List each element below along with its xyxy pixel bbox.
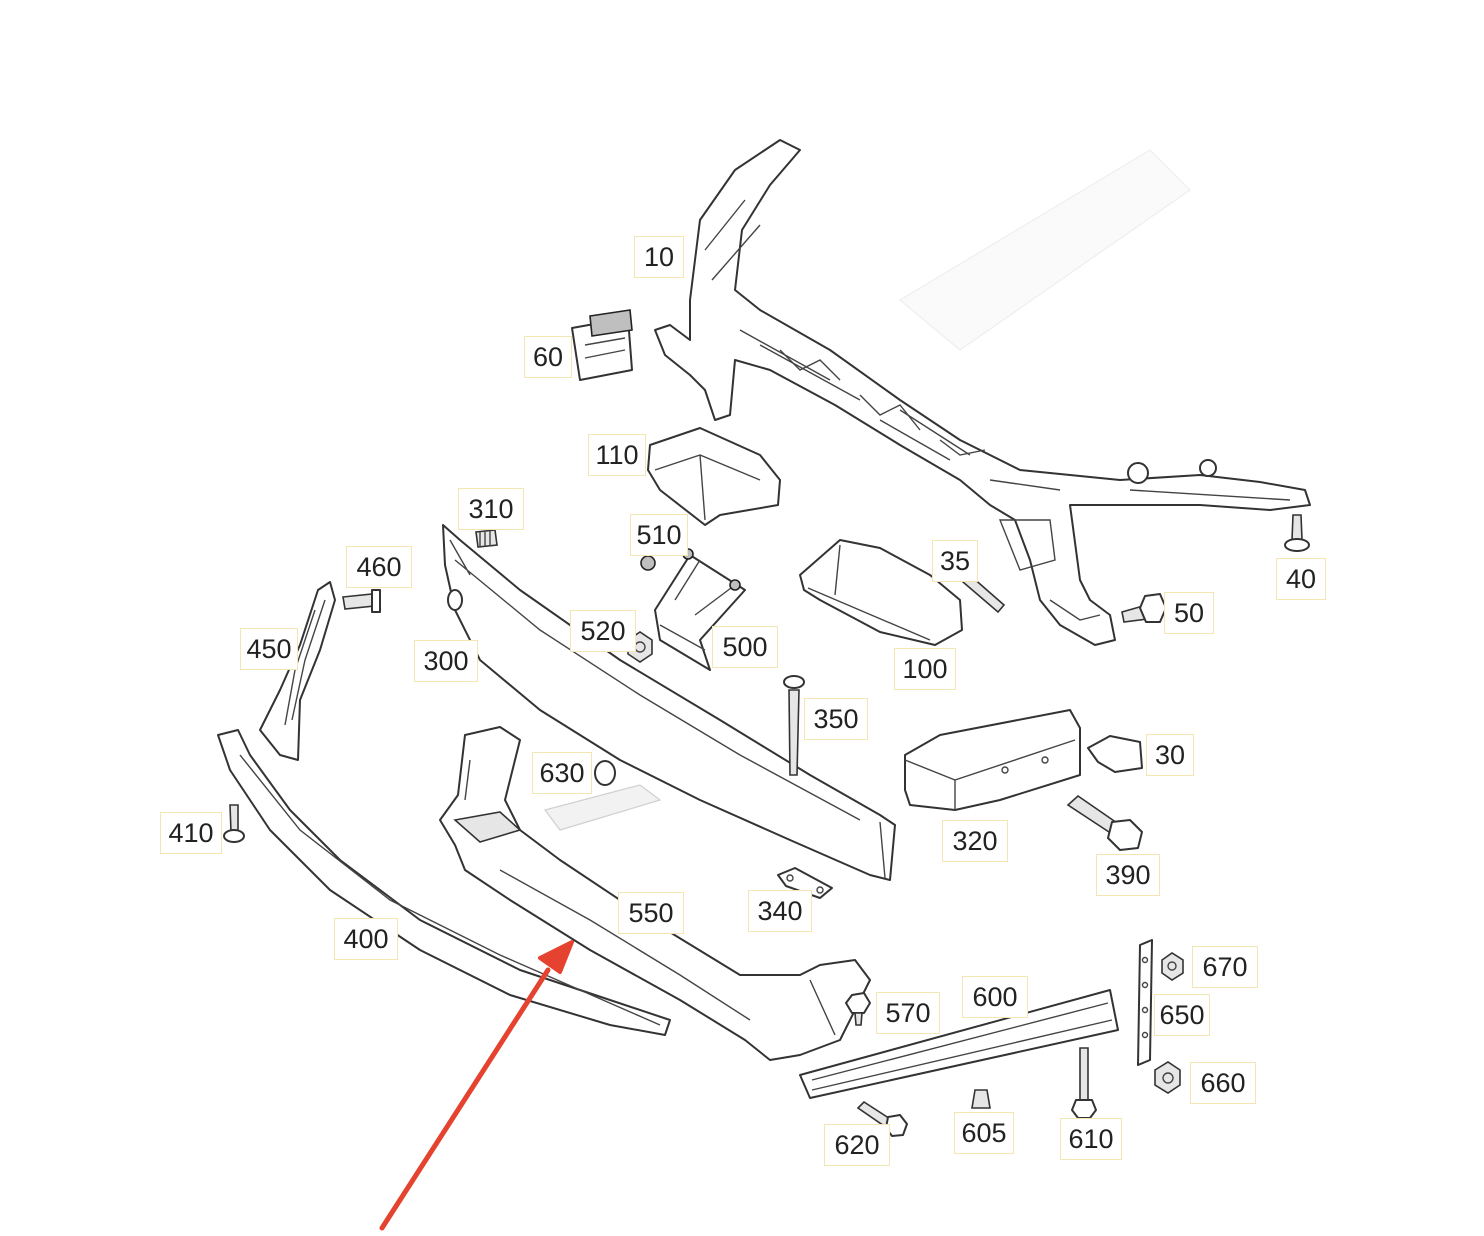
red-arrow-icon [379, 940, 574, 1231]
callout-610: 610 [1060, 1118, 1122, 1160]
callout-410: 410 [160, 812, 222, 854]
callout-310: 310 [458, 488, 524, 530]
callout-60: 60 [524, 336, 572, 378]
bolt-390-shape [1066, 794, 1143, 851]
bracket-500-shape [640, 548, 746, 671]
callout-605: 605 [954, 1112, 1014, 1154]
callout-100: 100 [894, 648, 956, 690]
callout-520: 520 [570, 610, 636, 652]
callout-300: 300 [414, 640, 478, 682]
bushing-630-shape [543, 760, 662, 831]
callout-460: 460 [346, 546, 412, 588]
bolt-310-shape [475, 529, 498, 548]
bracket-450-shape [259, 581, 336, 761]
rail-400-shape [217, 729, 671, 1036]
absorber-100-shape [799, 539, 963, 646]
callout-390: 390 [1096, 854, 1160, 896]
callout-600: 600 [962, 976, 1028, 1018]
callout-40: 40 [1276, 558, 1326, 600]
callout-50: 50 [1164, 592, 1214, 634]
callout-620: 620 [824, 1124, 890, 1166]
callout-630: 630 [532, 752, 592, 794]
plate-340-shape [777, 867, 833, 899]
callout-500: 500 [712, 626, 778, 668]
bolt-410-shape [223, 804, 245, 843]
callout-35: 35 [932, 540, 978, 582]
callout-650: 650 [1154, 994, 1210, 1036]
bolt-610-shape [1071, 1047, 1097, 1119]
callout-450: 450 [240, 628, 298, 670]
bolt-350-shape [783, 675, 805, 776]
callout-30: 30 [1146, 734, 1194, 776]
bolt-620-shape [856, 1100, 908, 1137]
watermark-shape [898, 149, 1191, 351]
nut-670-shape [1161, 952, 1184, 981]
callout-550: 550 [618, 892, 684, 934]
callout-340: 340 [748, 890, 812, 932]
callout-10: 10 [634, 236, 684, 278]
clip-30-shape [1087, 735, 1143, 773]
callout-570: 570 [876, 992, 940, 1034]
callout-510: 510 [630, 514, 688, 556]
bolt-35-shape [961, 576, 1006, 614]
bar-600-shape [799, 989, 1119, 1099]
bolt-570-shape [845, 992, 871, 1026]
bolt-460-shape [342, 589, 381, 613]
front-carrier-shape [654, 139, 1311, 646]
nut-660-shape [1154, 1061, 1181, 1094]
callout-660: 660 [1190, 1062, 1256, 1104]
strip-650-shape [1137, 939, 1153, 1066]
bracket-60-shape [571, 309, 633, 381]
callout-320: 320 [942, 820, 1008, 862]
callout-350: 350 [804, 698, 868, 740]
duct-110-shape [647, 427, 781, 526]
bolt-50-shape [1121, 593, 1167, 623]
crashbox-320-shape [904, 709, 1081, 811]
callout-110: 110 [588, 434, 646, 476]
bolt-40-shape [1284, 514, 1310, 552]
callout-670: 670 [1192, 946, 1258, 988]
plug-605-shape [971, 1089, 991, 1109]
callout-400: 400 [334, 918, 398, 960]
